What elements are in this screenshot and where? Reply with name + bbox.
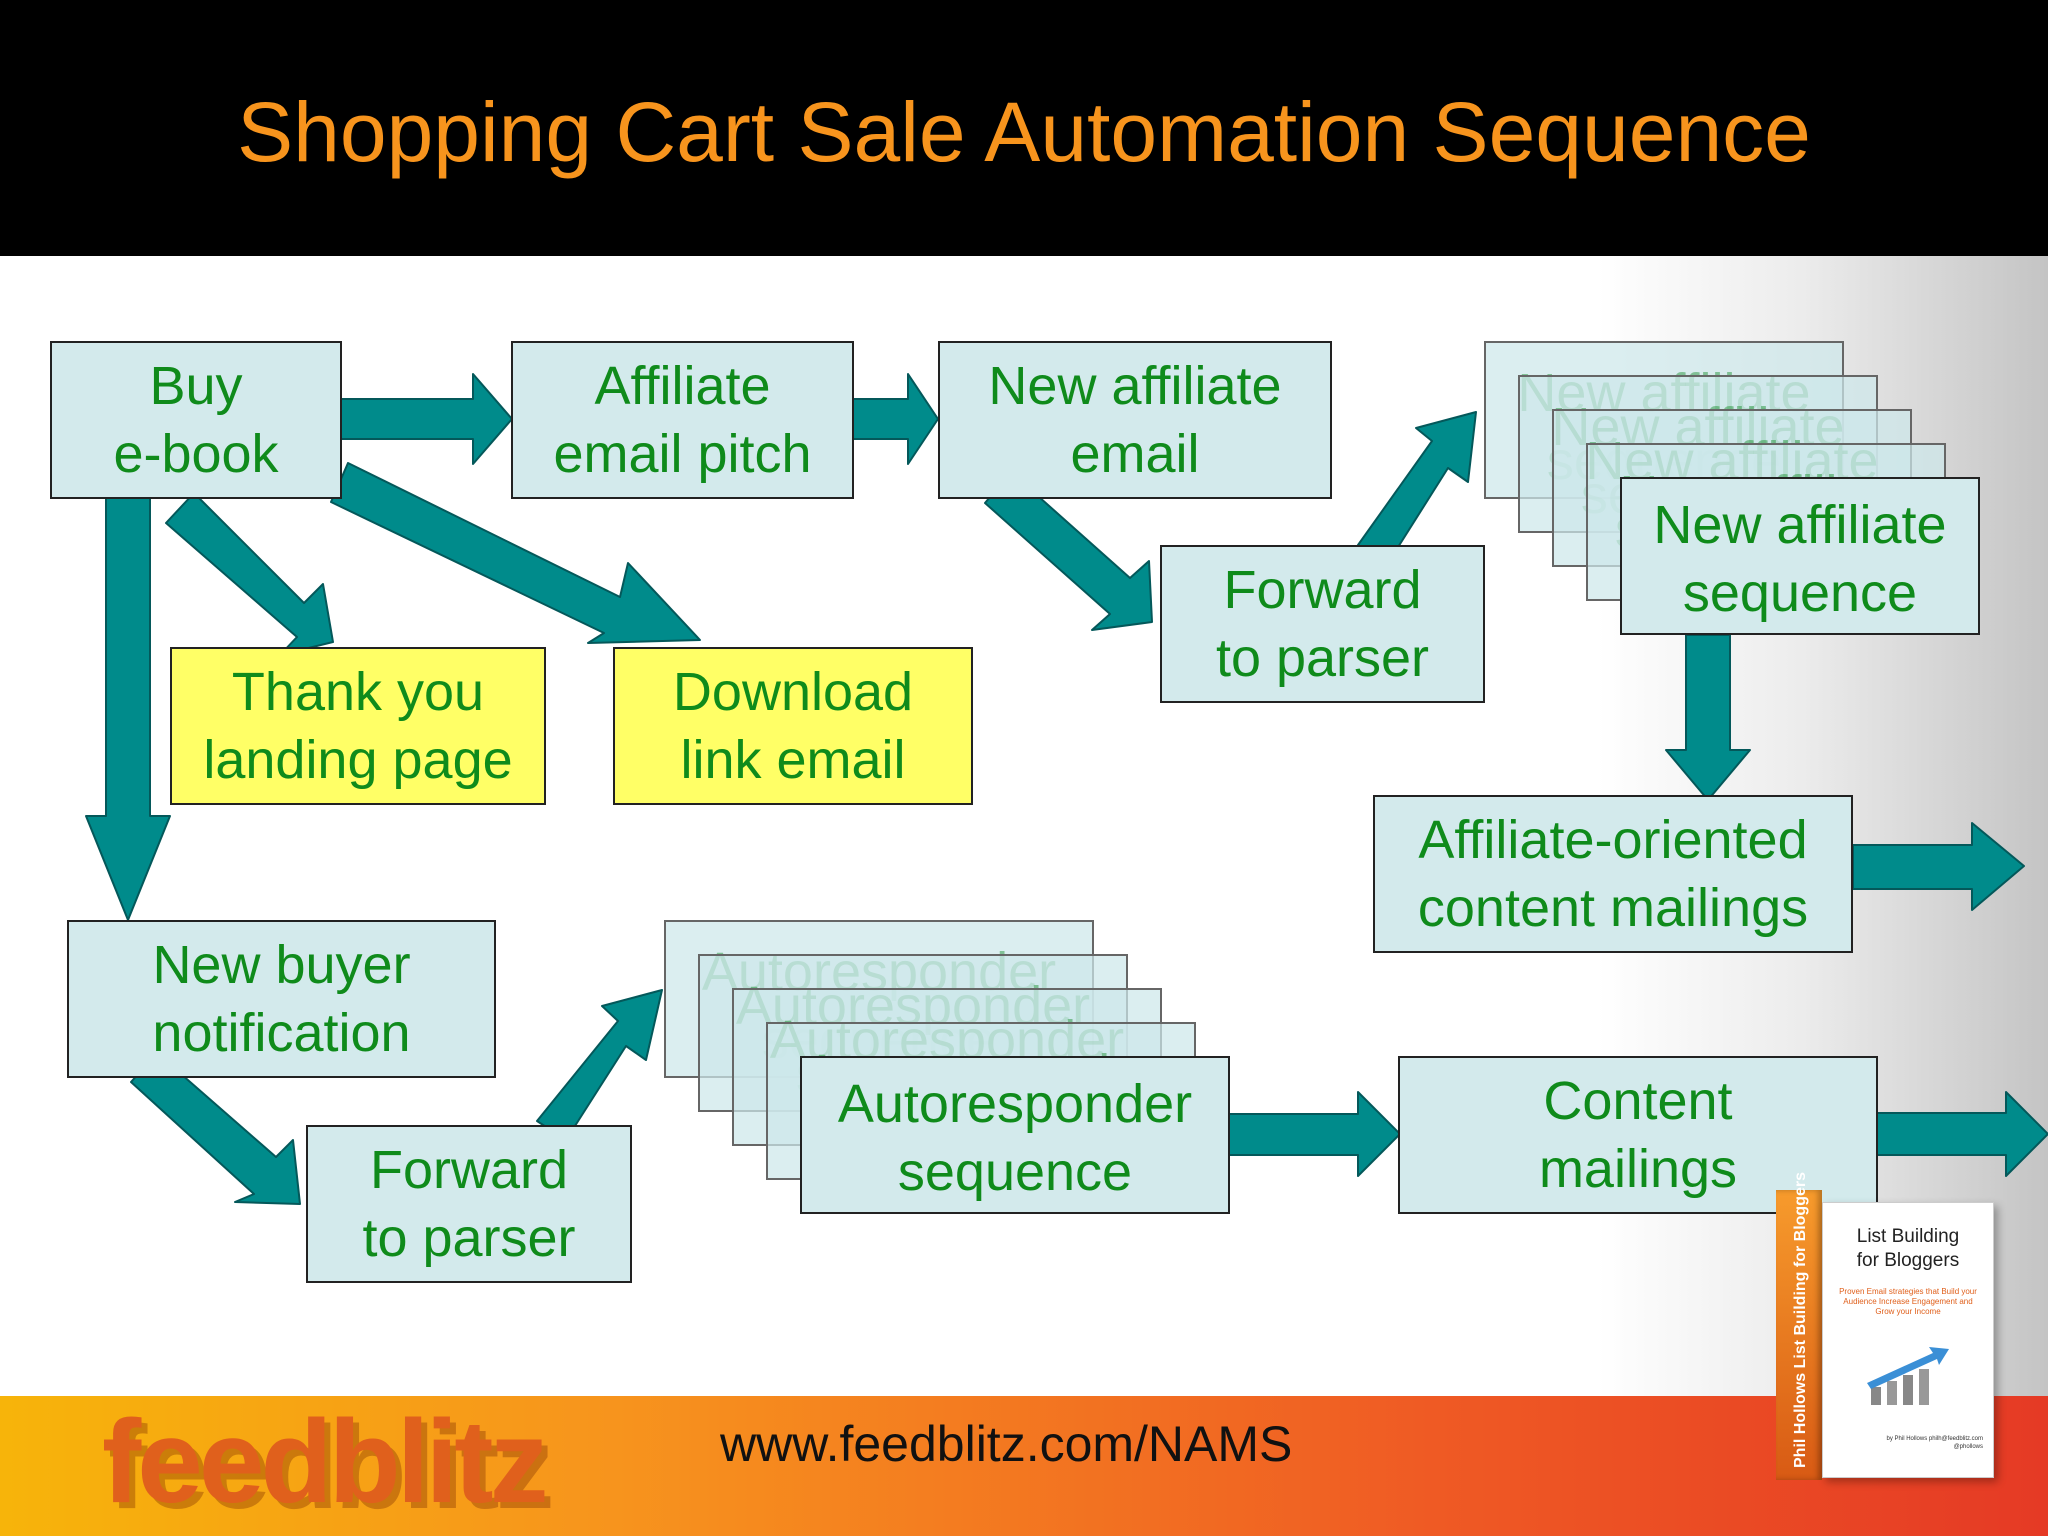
- autoresponder-sequence-line2: sequence: [897, 1142, 1133, 1202]
- arrow-pitch-to-new-affiliate-email: [852, 373, 939, 465]
- buyer-notification-line2: notification: [152, 1003, 411, 1063]
- new-affiliate-email-line2: email: [1070, 424, 1200, 484]
- new-affiliate-sequence-line2: sequence: [1682, 563, 1918, 623]
- book-subtitle: Proven Email strategies that Build your …: [1839, 1287, 1977, 1316]
- book-spine: Phil Hollows List Building for Bloggers: [1776, 1172, 1822, 1480]
- forward-to-parser-bottom-box: Forward to parser: [306, 1125, 632, 1283]
- book-title-line2: for Bloggers: [1856, 1250, 1960, 1271]
- footer-url: www.feedblitz.com/NAMS: [720, 1416, 1293, 1472]
- new-affiliate-sequence-line1: New affiliate: [1653, 495, 1947, 555]
- affiliate-content-line1: Affiliate-oriented: [1418, 810, 1808, 870]
- affiliate-email-pitch-line2: email pitch: [553, 424, 812, 484]
- feedblitz-logo-shadow: feedblitz: [108, 1402, 555, 1534]
- buy-ebook-line1: Buy: [149, 356, 243, 416]
- arrow-sequence-to-affiliate-content: [1665, 634, 1751, 801]
- new-buyer-notification-box: New buyer notification: [67, 920, 496, 1078]
- feedblitz-logo: feedblitz: [102, 1396, 549, 1528]
- arrow-content-out: [1876, 1091, 2048, 1177]
- affiliate-email-pitch-box: Affiliate email pitch: [511, 341, 854, 499]
- affiliate-email-pitch-line1: Affiliate: [594, 356, 771, 416]
- new-affiliate-email-box: New affiliate email: [938, 341, 1332, 499]
- book-title: List Building for Bloggers: [1823, 1225, 1993, 1273]
- arrow-buy-to-download: [330, 462, 701, 644]
- autoresponder-sequence-box: Autoresponder sequence: [800, 1056, 1230, 1214]
- arrow-buy-to-thank-you: [165, 492, 334, 656]
- forward-to-parser-top-box: Forward to parser: [1160, 545, 1485, 703]
- book-title-line1: List Building: [1856, 1226, 1960, 1247]
- arrow-autoresponder-to-content: [1225, 1091, 1401, 1177]
- buy-ebook-box: Buy e-book: [50, 341, 342, 499]
- forward-bottom-line2: to parser: [362, 1208, 576, 1268]
- arrow-buyer-to-forward-bottom: [130, 1052, 301, 1205]
- book-spine-text: Phil Hollows List Building for Bloggers: [1792, 1172, 1809, 1468]
- footer-bar: [0, 1396, 2048, 1536]
- download-link-email-box: Download link email: [613, 647, 973, 805]
- forward-top-line1: Forward: [1223, 560, 1422, 620]
- affiliate-content-line2: content mailings: [1417, 878, 1809, 938]
- book-chart-icon: [1867, 1347, 1949, 1405]
- content-mailings-box: Content mailings: [1398, 1056, 1878, 1214]
- buy-ebook-line2: e-book: [113, 424, 279, 484]
- forward-bottom-line1: Forward: [369, 1140, 569, 1200]
- buyer-notification-line1: New buyer: [152, 935, 411, 995]
- book-cover-image: Phil Hollows List Building for Bloggers …: [1776, 1172, 1994, 1480]
- thank-you-line2: landing page: [203, 730, 513, 790]
- arrow-forward-top-to-sequence: [1357, 411, 1477, 564]
- new-affiliate-sequence-box: New affiliate sequence: [1620, 477, 1980, 635]
- arrow-buy-to-buyer-notification: [85, 495, 171, 921]
- arrow-affiliate-content-out: [1852, 822, 2025, 911]
- arrow-forward-bottom-to-autoresponder: [536, 989, 663, 1141]
- forward-top-line2: to parser: [1215, 628, 1430, 688]
- title-bar: [0, 0, 2048, 256]
- thank-you-line1: Thank you: [231, 662, 485, 722]
- slide-title: Shopping Cart Sale Automation Sequence: [237, 85, 1811, 179]
- thank-you-landing-page-box: Thank you landing page: [170, 647, 546, 805]
- content-mailings-line1: Content: [1543, 1071, 1733, 1131]
- download-line1: Download: [672, 662, 914, 722]
- autoresponder-sequence-line1: Autoresponder: [837, 1074, 1193, 1134]
- content-mailings-line2: mailings: [1538, 1139, 1738, 1199]
- arrow-email-to-forward-top: [984, 471, 1153, 631]
- book-author: by Phil Hollows philh@feedblitz.com @pho…: [1886, 1436, 1983, 1450]
- arrow-buy-to-pitch: [340, 373, 513, 465]
- affiliate-oriented-content-box: Affiliate-oriented content mailings: [1373, 795, 1853, 953]
- new-affiliate-email-line1: New affiliate: [988, 356, 1282, 416]
- book-front: List Building for Bloggers Proven Email …: [1822, 1202, 1994, 1478]
- download-line2: link email: [680, 730, 906, 790]
